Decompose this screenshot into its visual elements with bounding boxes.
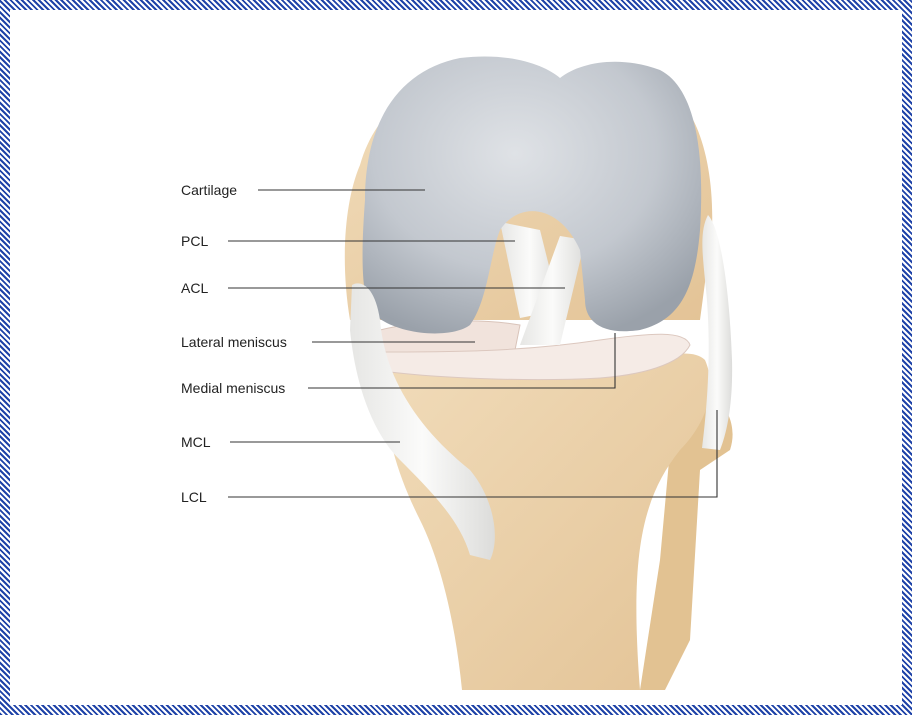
label-mcl: MCL	[181, 434, 211, 450]
label-cartilage: Cartilage	[181, 182, 237, 198]
label-pcl: PCL	[181, 233, 208, 249]
label-medial-meniscus: Medial meniscus	[181, 380, 285, 396]
label-acl: ACL	[181, 280, 208, 296]
label-lcl: LCL	[181, 489, 207, 505]
label-lateral-meniscus: Lateral meniscus	[181, 334, 287, 350]
